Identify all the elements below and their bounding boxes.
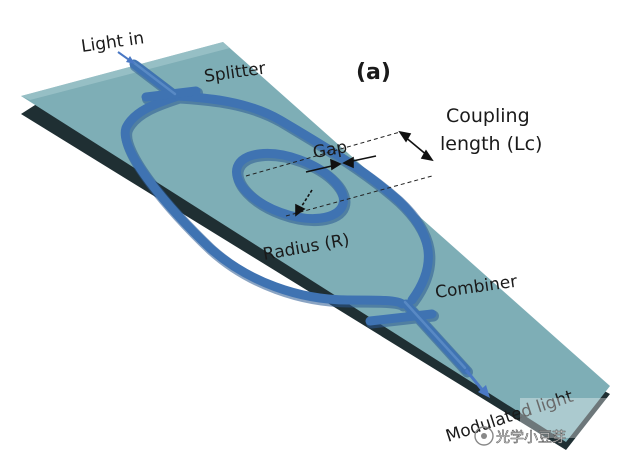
ring-resonator (232, 148, 348, 224)
substrate-highlight (21, 42, 230, 100)
watermark: 光学小豆芽 (474, 398, 620, 446)
watermark-logo-icon (474, 426, 494, 446)
panel-label: (a) (356, 60, 391, 85)
output-arrow (464, 369, 490, 398)
splitter-crossbar (141, 86, 201, 102)
combiner-crossbar (365, 309, 437, 326)
annotation-arrows (295, 130, 434, 217)
light-in-arrow (117, 51, 135, 64)
coupling-label-line2: length (Lc) (440, 133, 542, 155)
substrate-top (21, 42, 610, 442)
upper-arm-waveguide (173, 91, 433, 305)
coupling-length-guides (245, 131, 433, 217)
lower-arm-waveguide (120, 91, 407, 309)
watermark-text: 光学小豆芽 (496, 430, 566, 446)
coupling-label-line1: Coupling (446, 105, 530, 127)
light-in-label: Light in (80, 28, 145, 57)
